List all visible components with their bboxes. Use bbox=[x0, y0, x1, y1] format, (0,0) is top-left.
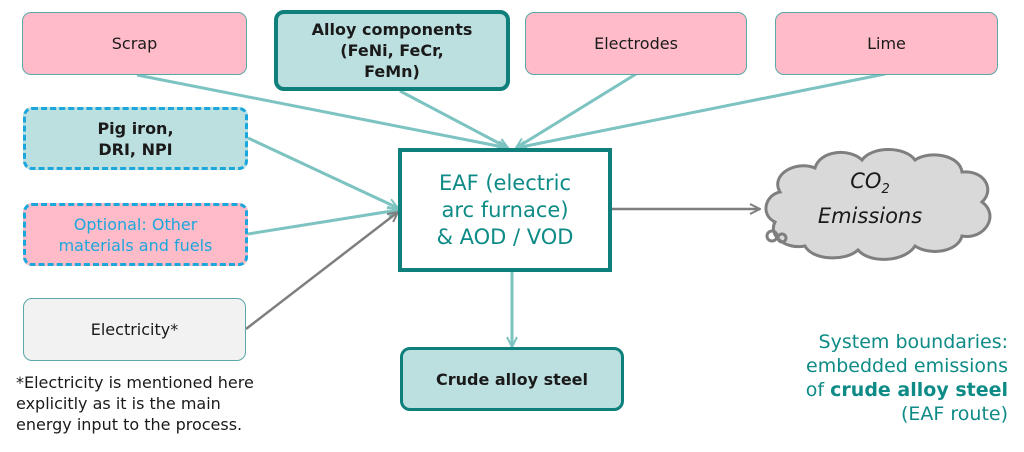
arrow-alloy-to-eaf bbox=[399, 89, 508, 150]
input-lime: Lime bbox=[775, 12, 998, 75]
boundary-line-2: embedded emissions bbox=[806, 355, 1008, 377]
pig-iron-line-1: Pig iron, bbox=[97, 118, 174, 138]
alloy-line-3: FeMn) bbox=[364, 62, 420, 81]
input-lime-label: Lime bbox=[867, 34, 906, 53]
input-scrap: Scrap bbox=[22, 12, 247, 75]
input-alloy-components: Alloy components (FeNi, FeCr, FeMn) bbox=[274, 10, 510, 91]
optional-line-1: Optional: Other bbox=[73, 214, 198, 234]
alloy-line-1: Alloy components bbox=[311, 20, 473, 39]
optional-line-2: materials and fuels bbox=[58, 235, 213, 255]
input-electrodes-label: Electrodes bbox=[594, 34, 678, 53]
input-electrodes: Electrodes bbox=[525, 12, 747, 75]
arrow-electrodes-to-eaf bbox=[516, 72, 637, 150]
output-label: Crude alloy steel bbox=[435, 369, 588, 389]
output-crude-alloy-steel: Crude alloy steel bbox=[400, 347, 624, 411]
arrow-electricity-to-eaf bbox=[245, 212, 398, 330]
boundary-line-3: of crude alloy steel bbox=[688, 378, 1008, 402]
emissions-cloud-shape bbox=[764, 148, 992, 261]
co2-text: CO bbox=[850, 169, 882, 193]
process-line-2: arc furnace) bbox=[441, 197, 569, 222]
arrow-scrap-to-eaf bbox=[136, 73, 508, 148]
footnote-line-2: explicitly as it is the main bbox=[16, 394, 221, 413]
arrow-pigiron-to-eaf bbox=[247, 136, 398, 210]
footnote-line-1: *Electricity is mentioned here bbox=[16, 373, 254, 392]
process-line-1: EAF (electric bbox=[438, 170, 572, 195]
boundary-line-4: (EAF route) bbox=[901, 403, 1008, 425]
emissions-text: Emissions bbox=[817, 204, 923, 229]
input-pig-iron: Pig iron, DRI, NPI bbox=[23, 107, 248, 170]
arrow-lime-to-eaf bbox=[516, 72, 886, 148]
electricity-footnote: *Electricity is mentioned here explicitl… bbox=[16, 372, 326, 435]
input-scrap-label: Scrap bbox=[111, 34, 158, 53]
arrow-optional-to-eaf bbox=[247, 210, 398, 236]
system-boundary-note: System boundaries: embedded emissions of… bbox=[688, 330, 1008, 426]
boundary-line-1: System boundaries: bbox=[818, 331, 1008, 353]
pig-iron-line-2: DRI, NPI bbox=[98, 139, 173, 159]
input-electricity-label: Electricity* bbox=[90, 320, 179, 339]
footnote-line-3: energy input to the process. bbox=[16, 415, 243, 434]
process-eaf: EAF (electric arc furnace) & AOD / VOD bbox=[398, 148, 612, 272]
boundary-prefix: of bbox=[805, 379, 831, 401]
boundary-bold: crude alloy steel bbox=[830, 379, 1008, 401]
input-electricity: Electricity* bbox=[23, 298, 246, 361]
emissions-label: CO2 Emissions bbox=[800, 168, 940, 229]
process-line-3: & AOD / VOD bbox=[436, 224, 574, 249]
co2-subscript: 2 bbox=[881, 182, 890, 198]
alloy-line-2: (FeNi, FeCr, bbox=[340, 41, 444, 60]
input-optional-materials: Optional: Other materials and fuels bbox=[23, 203, 248, 266]
